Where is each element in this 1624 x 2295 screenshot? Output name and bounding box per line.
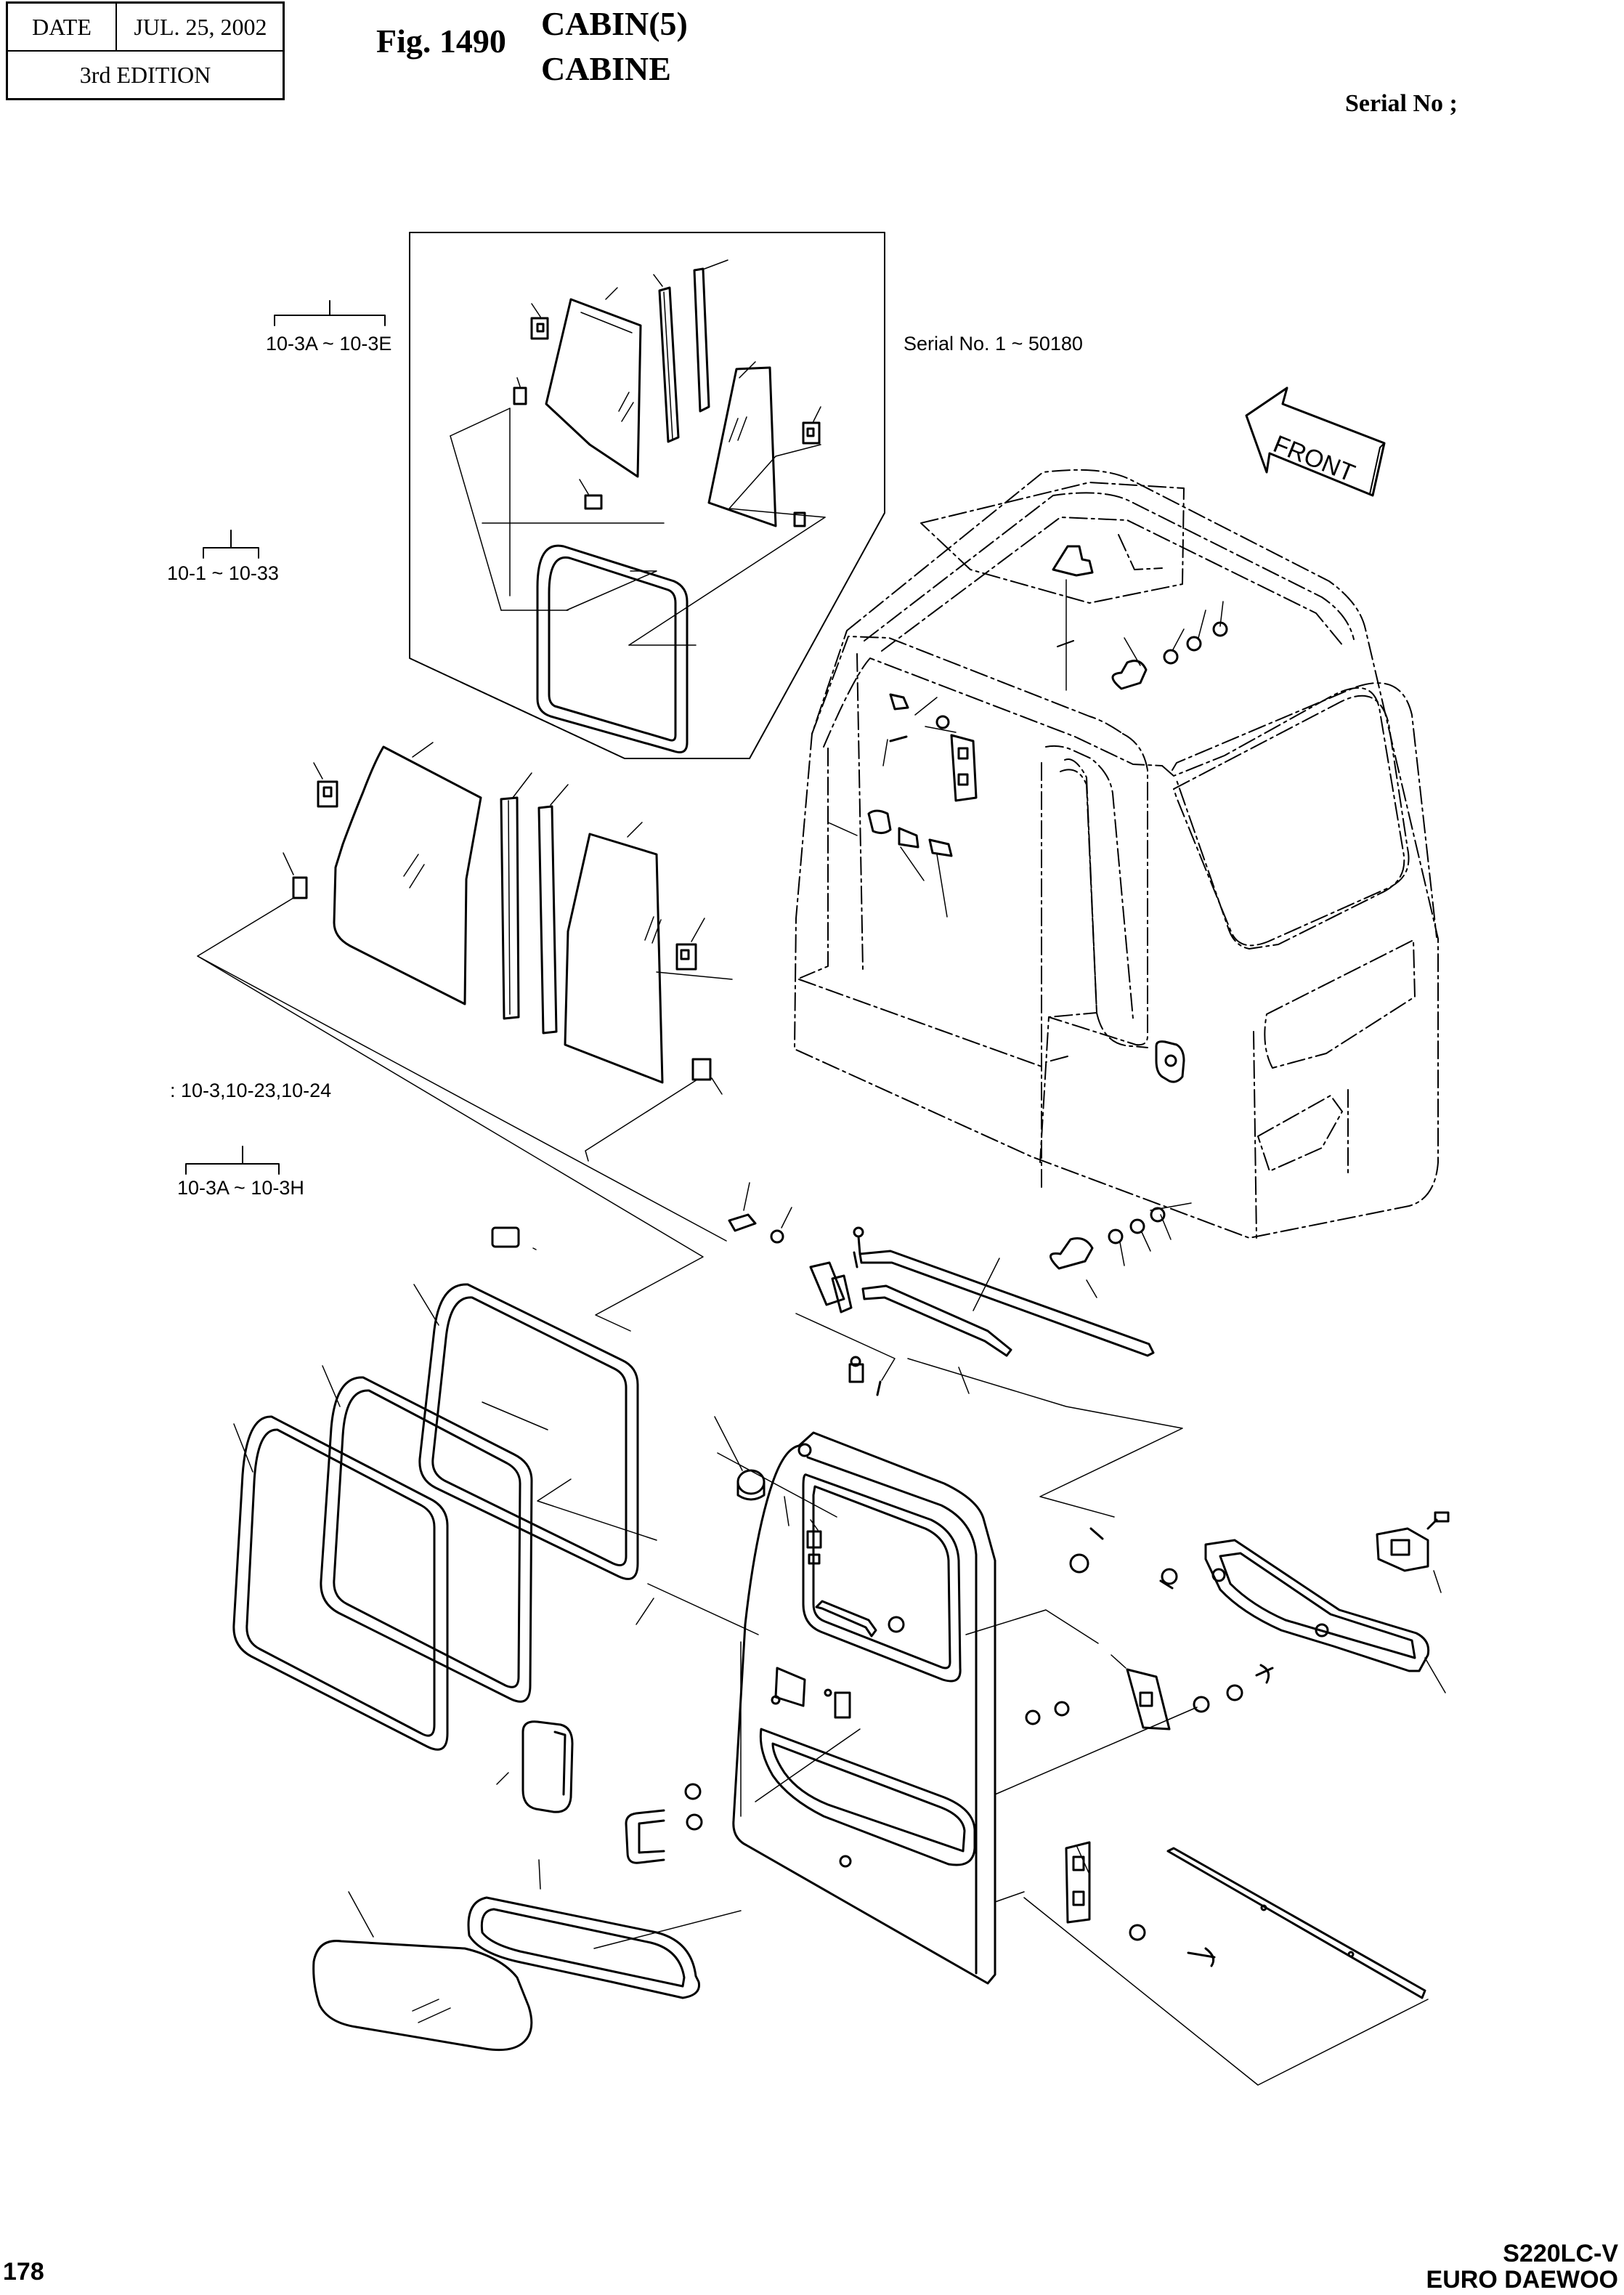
cabin-bumper-upper xyxy=(1111,621,1228,690)
edition-label: 3rd EDITION xyxy=(79,62,211,88)
door-catch-right xyxy=(1376,1511,1450,1572)
door-lock-assembly xyxy=(809,1226,864,1314)
serial-range-label: Serial No. 1 ~ 50180 xyxy=(904,333,1083,355)
middle-latch-bottom xyxy=(283,852,308,899)
middle-seal-strip-2 xyxy=(537,784,569,1035)
cabin-handle-side xyxy=(1155,1040,1185,1083)
cabin-rear-window xyxy=(1173,695,1410,947)
cabin-hinge-upper xyxy=(950,734,978,802)
bottom-window-frame xyxy=(467,1859,701,1999)
door-lock-leader-lines xyxy=(743,1182,1183,1518)
serial-label: Serial No ; xyxy=(1345,90,1458,117)
middle-latch-right xyxy=(675,918,705,971)
middle-seal-strip-1 xyxy=(500,772,532,1020)
door-leader-lines xyxy=(965,1570,1446,2086)
group-label-upper-window: 10-3A ~ 10-3E xyxy=(266,333,392,355)
edition-row: 3rd EDITION xyxy=(8,52,283,98)
figure-title-en: CABIN(5) xyxy=(541,5,688,42)
figure-title-fr: CABINE xyxy=(541,50,671,87)
page-number: 178 xyxy=(3,2258,44,2286)
group-label-main: 10-1 ~ 10-33 xyxy=(167,562,279,584)
middle-rear-glass xyxy=(564,822,664,1084)
door-damper-arm xyxy=(1204,1539,1430,1672)
door-lock-rod-upper xyxy=(858,1250,1155,1357)
date-label: DATE xyxy=(8,4,117,50)
middle-front-glass xyxy=(333,742,482,1005)
upper-stopper xyxy=(579,479,603,510)
note-parts-label: : 10-3,10-23,10-24 xyxy=(170,1080,332,1101)
cabin-body-outline xyxy=(794,469,1439,1239)
cabin-door-opening xyxy=(1045,769,1148,1063)
cabin-upper-fittings xyxy=(867,693,953,857)
door-striker xyxy=(806,1519,822,1565)
model-line-1: S220LC-V xyxy=(1503,2240,1618,2267)
door-u-handle xyxy=(625,1783,703,1864)
upper-seal-strip-1 xyxy=(653,274,680,443)
upper-pin xyxy=(793,511,806,527)
bottom-leader-lines xyxy=(593,1728,861,1949)
cabin-bumper-lower xyxy=(1049,1207,1166,1270)
door-handle-outside xyxy=(496,1720,574,1813)
cabin-leader-lines xyxy=(827,579,1224,1298)
middle-latch-top xyxy=(313,762,338,808)
door-rod xyxy=(815,1600,905,1638)
door-small-bolts xyxy=(1025,1527,1178,1725)
figure-title: CABIN(5) CABINE xyxy=(541,1,688,92)
upper-latch-right xyxy=(802,406,821,445)
door-hinge-plate-right xyxy=(1126,1664,1274,1731)
door-lock-bolts xyxy=(728,1213,882,1396)
front-direction-arrow-icon xyxy=(1245,386,1386,497)
lower-window-frame-3 xyxy=(232,1415,449,1751)
middle-leader-lines xyxy=(197,897,733,1332)
door-support-bar xyxy=(1166,1847,1426,1999)
upper-front-glass xyxy=(545,287,642,478)
group-label-lower-window: 10-3A ~ 10-3H xyxy=(177,1177,304,1199)
door-lock-plate xyxy=(774,1667,851,1719)
cabin-vent-bracket xyxy=(1052,545,1094,577)
model-designation: S220LC-V EURO DAEWOO xyxy=(1426,2241,1618,2293)
middle-clip xyxy=(691,1058,723,1095)
door-stopper xyxy=(714,1416,766,1501)
figure-number: Fig. 1490 xyxy=(376,23,506,60)
lower-window-frame-2 xyxy=(320,1365,533,1703)
group-bracket-upper xyxy=(274,300,386,326)
door-hinge-lower xyxy=(1065,1841,1216,1967)
upper-leader-lines xyxy=(450,408,826,646)
group-bracket-main xyxy=(203,530,259,559)
upper-inset-outline xyxy=(409,232,885,759)
door-lock-rod-lower xyxy=(861,1284,1012,1357)
header-date-box: DATE JUL. 25, 2002 3rd EDITION xyxy=(6,1,285,100)
group-bracket-lower xyxy=(185,1146,280,1175)
upper-rear-glass xyxy=(707,361,777,527)
date-row: DATE JUL. 25, 2002 xyxy=(8,4,283,52)
upper-seal-strip-2 xyxy=(693,259,728,413)
lower-leader-lines xyxy=(482,1401,837,1635)
upper-latch-top xyxy=(530,303,549,340)
lower-window-frame-1 xyxy=(413,1283,639,1580)
cabin-door xyxy=(732,1431,996,1985)
model-line-2: EURO DAEWOO xyxy=(1426,2266,1618,2294)
date-value: JUL. 25, 2002 xyxy=(134,14,267,40)
upper-window-frame xyxy=(536,544,689,753)
lower-pad xyxy=(491,1226,537,1250)
bottom-glass xyxy=(312,1891,533,2052)
upper-latch-bottom xyxy=(513,377,527,405)
